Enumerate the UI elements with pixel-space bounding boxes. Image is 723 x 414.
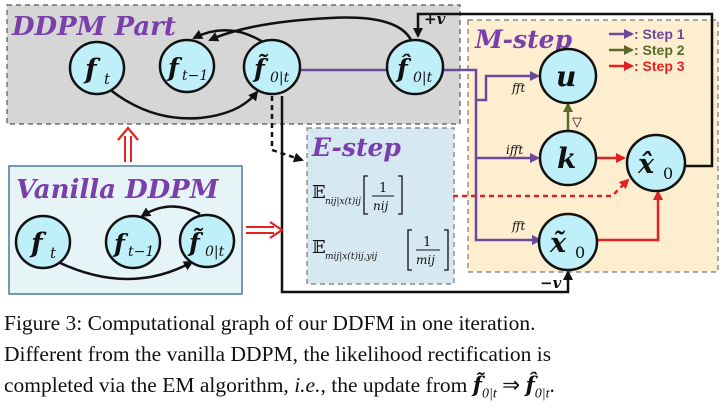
plus-v-label: +v bbox=[424, 10, 446, 28]
svg-text:x̃: x̃ bbox=[549, 228, 567, 259]
nabla-label: ▽ bbox=[572, 115, 582, 130]
legend: : Step 1 : Step 2 : Step 3 bbox=[609, 26, 685, 74]
m-step-title: M-step bbox=[474, 25, 573, 54]
vanilla-to-ddpm-arrow bbox=[117, 126, 139, 162]
caption-line-3: completed via the EM algorithm, i.e., th… bbox=[4, 373, 555, 402]
svg-text:k: k bbox=[557, 142, 576, 175]
node-u: u bbox=[538, 47, 598, 105]
edge-xtilde-to-xhat bbox=[597, 190, 663, 242]
svg-text:𝔼: 𝔼 bbox=[312, 237, 326, 258]
edge-ftilde-to-estep bbox=[270, 96, 304, 163]
svg-text:t−1: t−1 bbox=[128, 244, 154, 260]
edge-vanilla-ftilde-to-ft1 bbox=[140, 205, 201, 218]
vanilla-to-estep-arrow bbox=[246, 221, 284, 239]
vanilla-ddpm-title: Vanilla DDPM bbox=[16, 175, 220, 205]
e-step-formula-1: 𝔼 nij|x(t)ij 1 nij bbox=[312, 175, 403, 215]
svg-text:f̂: f̂ bbox=[395, 54, 412, 83]
svg-text:f: f bbox=[112, 229, 129, 258]
legend-step1-label: : Step 1 bbox=[634, 26, 685, 42]
caption-line-1: Figure 3: Computational graph of our DDF… bbox=[4, 311, 536, 335]
node-f-t: f t bbox=[68, 40, 126, 96]
svg-text:0: 0 bbox=[575, 243, 585, 262]
node-vanilla-f-t: f t bbox=[14, 214, 72, 270]
svg-text:0|t: 0|t bbox=[205, 244, 225, 260]
svg-text:1: 1 bbox=[423, 235, 431, 250]
svg-text:nij|x(t)ij: nij|x(t)ij bbox=[325, 196, 361, 207]
svg-text:𝔼: 𝔼 bbox=[312, 182, 326, 203]
edge-ft-to-ftilde bbox=[107, 87, 259, 120]
legend-step3-label: : Step 3 bbox=[634, 58, 685, 74]
svg-text:t−1: t−1 bbox=[182, 68, 208, 84]
svg-text:1: 1 bbox=[379, 181, 387, 196]
ddpm-part-title: DDPM Part bbox=[11, 12, 176, 42]
node-vanilla-f-t-minus-1: f t−1 bbox=[104, 214, 162, 270]
minus-v-label: −v bbox=[540, 274, 562, 292]
svg-text:t: t bbox=[50, 244, 57, 262]
fft-top-label: fft bbox=[511, 81, 526, 95]
e-step-formula-2: 𝔼 mij|x(t)ij,yij 1 mij bbox=[312, 229, 449, 271]
svg-text:nij: nij bbox=[373, 199, 389, 213]
node-f-hat-0t: f̂ 0|t bbox=[385, 38, 445, 96]
svg-text:f: f bbox=[83, 54, 101, 85]
node-k: k bbox=[538, 129, 598, 187]
figure-caption: Figure 3: Computational graph of our DDF… bbox=[4, 308, 720, 409]
edge-estep-to-xhat bbox=[453, 178, 630, 198]
svg-text:x̂: x̂ bbox=[637, 149, 655, 180]
svg-text:mij: mij bbox=[416, 253, 435, 267]
edge-xhat-to-fhat bbox=[413, 12, 714, 168]
svg-text:f: f bbox=[166, 53, 183, 82]
edge-fhat-to-ft1 bbox=[208, 16, 414, 43]
caption-line-2: Different from the vanilla DDPM, the lik… bbox=[4, 342, 552, 366]
ifft-label: ifft bbox=[506, 143, 523, 157]
e-step-panel bbox=[306, 127, 455, 285]
edge-ftilde-to-ft1 bbox=[192, 29, 267, 46]
node-x-tilde-0: x̃ 0 bbox=[537, 212, 599, 272]
node-f-t-minus-1: f t−1 bbox=[158, 38, 216, 94]
legend-step2-label: : Step 2 bbox=[634, 42, 685, 58]
svg-text:f: f bbox=[29, 228, 47, 259]
svg-text:0|t: 0|t bbox=[270, 70, 290, 86]
fft-bottom-label: fft bbox=[511, 219, 526, 233]
node-vanilla-f-tilde-0t: f̃ 0|t bbox=[178, 213, 236, 269]
svg-text:0: 0 bbox=[663, 164, 673, 183]
svg-text:t: t bbox=[104, 70, 111, 88]
edge-fft-to-u bbox=[476, 71, 540, 102]
svg-text:0|t: 0|t bbox=[413, 70, 433, 86]
edge-ftilde-to-xtilde bbox=[280, 96, 573, 294]
svg-text:u: u bbox=[556, 60, 576, 93]
node-f-tilde-0t: f̃ 0|t bbox=[242, 38, 302, 96]
node-x-hat-0: x̂ 0 bbox=[625, 133, 687, 193]
edge-vanilla-ft-to-ftilde bbox=[57, 260, 194, 281]
svg-text:mij|x(t)ij,yij: mij|x(t)ij,yij bbox=[325, 251, 377, 262]
e-step-title: E-step bbox=[311, 133, 401, 162]
